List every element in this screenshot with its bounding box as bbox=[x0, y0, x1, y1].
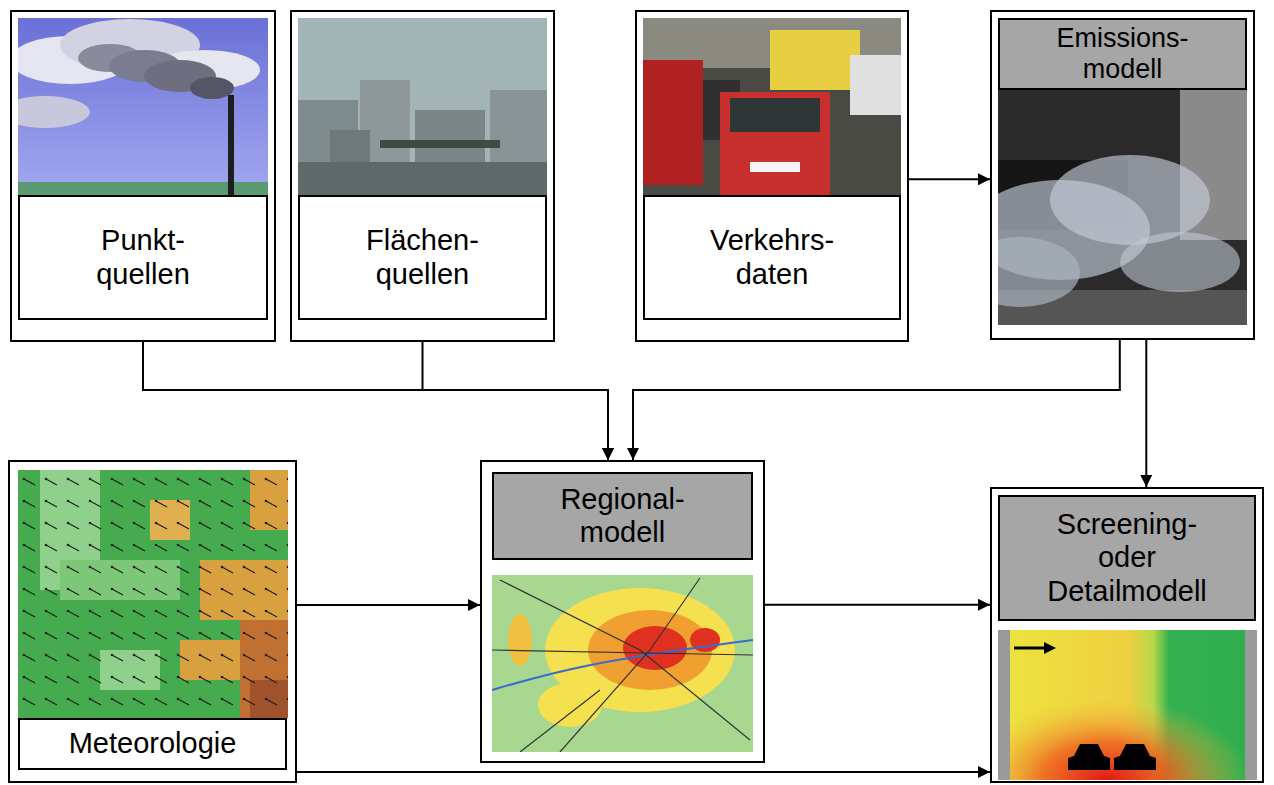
node-label: Punkt- quellen bbox=[96, 224, 190, 291]
illustration-part bbox=[998, 237, 1080, 307]
illustration-part bbox=[750, 162, 800, 172]
illustration-part bbox=[538, 683, 602, 727]
illustration-part bbox=[1120, 232, 1240, 292]
illustration-part bbox=[1014, 647, 1046, 650]
flow-arrow bbox=[423, 342, 609, 460]
process-box: Meteorologie bbox=[8, 460, 297, 783]
illustration-part bbox=[730, 98, 820, 132]
illustration-part bbox=[1114, 744, 1156, 770]
model-header: Screening- oder Detailmodell bbox=[998, 495, 1256, 621]
illustration-part bbox=[298, 162, 547, 195]
illustration-part bbox=[623, 626, 687, 670]
illustration-part bbox=[18, 470, 288, 718]
illustration-part bbox=[850, 55, 901, 115]
process-box: Flächen- quellen bbox=[290, 10, 555, 342]
label-panel: Meteorologie bbox=[18, 718, 287, 770]
illustration-part bbox=[1044, 642, 1056, 654]
street-canyon-plot bbox=[998, 630, 1257, 780]
illustration-part bbox=[1245, 630, 1257, 780]
exhaust-photo bbox=[998, 90, 1247, 325]
flow-arrow bbox=[1145, 340, 1147, 487]
node-label: Regional- modell bbox=[560, 483, 684, 550]
flow-arrow bbox=[297, 604, 480, 606]
illustration-part bbox=[720, 92, 830, 195]
node-label: Emissions- modell bbox=[1056, 23, 1188, 85]
node-label: Meteorologie bbox=[69, 727, 237, 760]
illustration-part bbox=[998, 630, 1010, 780]
flow-arrow bbox=[297, 771, 990, 773]
illustration-part bbox=[18, 470, 288, 718]
illustration-part bbox=[998, 630, 1257, 780]
node-label: Screening- oder Detailmodell bbox=[1047, 508, 1207, 608]
model-header: Regional- modell bbox=[492, 472, 753, 560]
process-box: Verkehrs- daten bbox=[635, 10, 909, 342]
illustration-part bbox=[380, 140, 500, 148]
illustration-part bbox=[298, 18, 547, 195]
model-header: Emissions- modell bbox=[998, 18, 1247, 90]
process-box: Screening- oder Detailmodell bbox=[990, 487, 1264, 783]
process-box: Regional- modell bbox=[480, 460, 765, 763]
flow-arrow bbox=[143, 342, 608, 460]
illustration-part bbox=[492, 640, 753, 690]
illustration-part bbox=[492, 575, 753, 752]
label-panel: Punkt- quellen bbox=[18, 195, 268, 320]
smokestack-photo bbox=[18, 18, 268, 195]
label-panel: Flächen- quellen bbox=[298, 195, 547, 320]
illustration-part bbox=[998, 630, 1257, 780]
flow-arrow bbox=[765, 604, 990, 606]
illustration-part bbox=[508, 614, 532, 666]
hazy-city-photo bbox=[298, 18, 547, 195]
illustration-part bbox=[770, 30, 860, 90]
illustration-part bbox=[190, 77, 234, 99]
node-label: Verkehrs- daten bbox=[710, 224, 834, 291]
illustration-part bbox=[643, 18, 901, 195]
illustration-part bbox=[1050, 155, 1210, 245]
connectors bbox=[143, 179, 1146, 772]
illustration-part bbox=[643, 60, 703, 185]
process-box: Emissions- modell bbox=[990, 10, 1255, 340]
illustration-part bbox=[1068, 744, 1110, 770]
label-panel: Verkehrs- daten bbox=[643, 195, 901, 320]
regional-map bbox=[492, 575, 753, 752]
node-label: Flächen- quellen bbox=[366, 224, 479, 291]
process-box: Punkt- quellen bbox=[10, 10, 276, 342]
flow-arrow bbox=[909, 178, 990, 180]
wind-field-map bbox=[18, 470, 288, 718]
illustration-part bbox=[492, 578, 753, 752]
illustration-part bbox=[228, 95, 234, 195]
flow-arrow bbox=[633, 340, 1120, 460]
traffic-photo bbox=[643, 18, 901, 195]
illustration-part bbox=[18, 96, 90, 128]
